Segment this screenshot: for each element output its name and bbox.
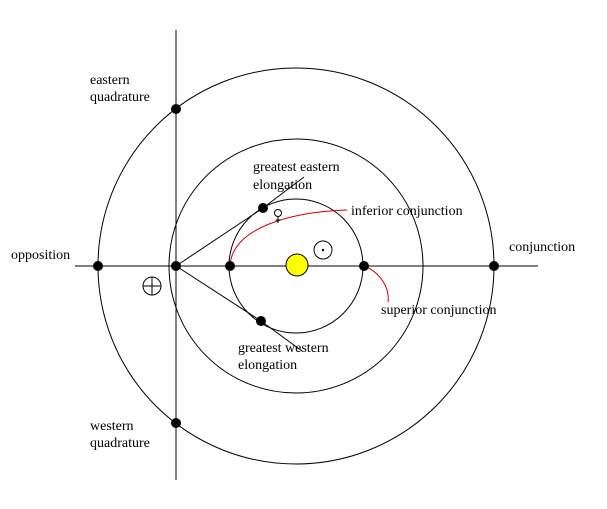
greatest-western-elongation-label-line1: greatest western [238, 341, 329, 356]
greatest-eastern-elongation-label-line2: elongation [253, 178, 312, 193]
conjunction-point [489, 261, 499, 271]
western-quadrature-label-line1: western [90, 419, 134, 434]
greatest-eastern-elongation-point [258, 203, 268, 213]
venus-symbol-icon [274, 209, 282, 223]
eastern-quadrature-point [171, 104, 181, 114]
tangent-line-western [175, 265, 262, 322]
opposition-label: opposition [11, 248, 70, 263]
earth-point [171, 261, 181, 271]
opposition-point [93, 261, 103, 271]
conjunction-label: conjunction [509, 240, 575, 255]
leader-line-eastern-elongation [262, 176, 305, 209]
western-quadrature-label-line2: quadrature [90, 436, 150, 451]
superior-conjunction-pointer [363, 265, 389, 303]
superior-conjunction-point [359, 261, 369, 271]
western-quadrature-point [171, 418, 181, 428]
greatest-western-elongation-point [256, 316, 266, 326]
inferior-conjunction-pointer [229, 209, 348, 267]
sun-symbol-icon [313, 240, 333, 260]
superior-conjunction-label: superior conjunction [381, 303, 496, 318]
inferior-conjunction-point [225, 261, 235, 271]
eastern-quadrature-label-line1: eastern [90, 73, 130, 88]
leader-line-western-elongation [260, 320, 303, 352]
eastern-quadrature-label-line2: quadrature [90, 90, 150, 105]
sun [285, 253, 309, 277]
tangent-line-eastern [175, 207, 264, 267]
inferior-conjunction-label: inferior conjunction [351, 204, 463, 219]
greatest-eastern-elongation-label-line1: greatest eastern [253, 160, 340, 175]
greatest-western-elongation-label-line2: elongation [238, 358, 297, 373]
earth-symbol-icon [142, 276, 162, 296]
